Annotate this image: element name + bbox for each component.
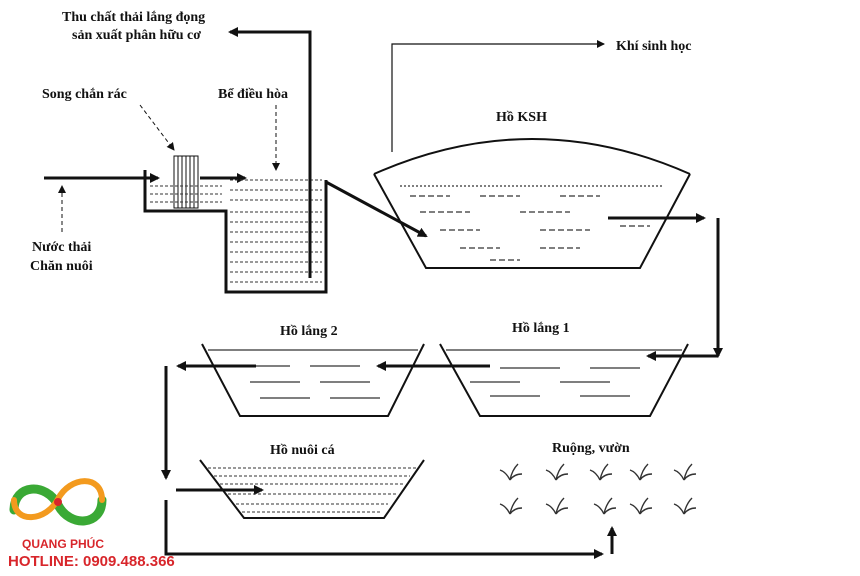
inlet-label-line2: Chăn nuôi [30, 259, 93, 274]
screen-pointer [139, 104, 175, 151]
fields-label: Ruộng, vườn [552, 441, 630, 456]
plants-icon [499, 463, 697, 515]
digester-pond [373, 173, 691, 269]
fish-pond [199, 459, 425, 519]
settling-pond-2-label: Hồ lắng 2 [280, 324, 338, 339]
fish-pond-label: Hồ nuôi cá [270, 443, 335, 458]
digester-dome [373, 138, 691, 175]
sludge-arrow [228, 27, 312, 278]
digester-label: Hồ KSH [496, 110, 547, 125]
settling-pond-1-label: Hồ lắng 1 [512, 321, 570, 336]
settling-pond-2 [201, 343, 425, 417]
settling-pond-1 [439, 343, 689, 417]
hotline: HOTLINE: 0909.488.366 [8, 553, 175, 570]
equalization-tank-label: Bể điều hòa [218, 87, 288, 102]
inlet-label-line1: Nước thải [32, 240, 91, 255]
equalization-tank-walls [143, 170, 328, 294]
settling-pond-1-water [446, 349, 682, 397]
sludge-label-line2: sản xuất phân hữu cơ [72, 28, 201, 43]
equalization-tank-water [230, 179, 322, 283]
screen-channel-water [150, 185, 222, 203]
screen-label: Song chắn rác [42, 87, 127, 102]
sludge-label-line1: Thu chất thải lắng đọng [62, 10, 205, 25]
bar-screen [173, 155, 199, 209]
fish-pond-water [208, 467, 416, 513]
brand-name: QUANG PHÚC [22, 536, 104, 551]
tank-to-digester-arrow [325, 180, 428, 238]
biogas-label: Khí sinh học [616, 39, 691, 54]
quang-phuc-logo [9, 478, 107, 526]
to-fields-arrow [164, 500, 604, 559]
digester-water [400, 185, 662, 261]
biogas-arrow [391, 40, 605, 152]
settling-pond-2-water [208, 349, 418, 399]
